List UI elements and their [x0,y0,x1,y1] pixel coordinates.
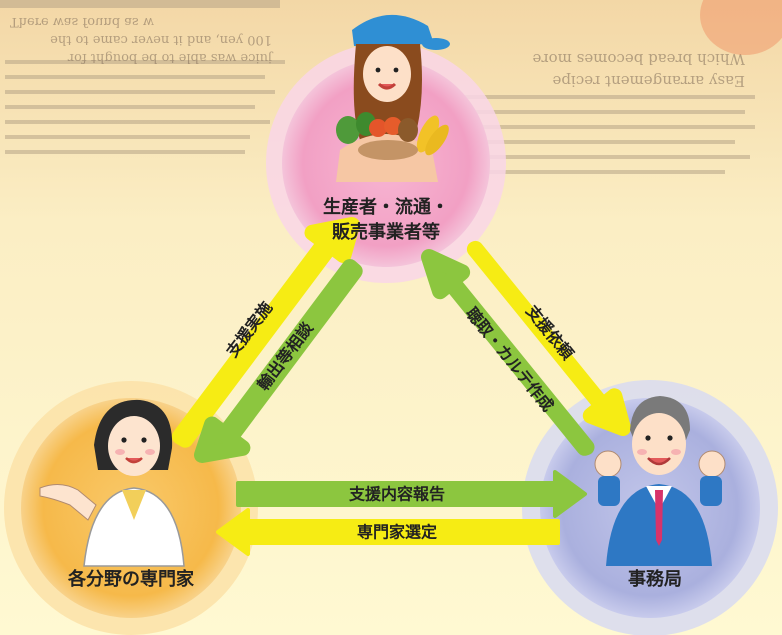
bg-text-1: There was found as w [10,14,154,29]
producer-label-line2: 販売事業者等 [332,221,440,243]
arrow-producer-to-expert [194,259,363,463]
newspaper-texture: There was found as w 100 yen, and it nev… [0,0,782,174]
bg-text-3: juice was able to be bought for [67,50,274,65]
arrow-office-to-expert [216,508,560,556]
bg-text-2: 100 yen, and it never came to the [50,32,272,47]
producer-label-line1: 生産者・流通・ [323,196,449,218]
label-expert-selection: 専門家選定 [357,523,437,542]
label-support-report: 支援内容報告 [348,485,445,504]
bg-text-5: Easy arrangement recipe [552,72,745,90]
office-label: 事務局 [628,568,682,590]
expert-woman-illustration [39,399,185,567]
office-man-illustration [594,396,726,566]
farmer-woman-illustration [336,14,450,182]
bg-text-4: Which bread becomes more [532,50,745,68]
arrow-expert-to-producer [171,217,360,448]
expert-label: 各分野の専門家 [67,568,195,590]
arrow-office-to-producer [421,249,595,456]
arrow-producer-to-office [466,240,631,436]
arrow-expert-to-office [236,470,587,518]
tomato-decoration [700,0,782,55]
